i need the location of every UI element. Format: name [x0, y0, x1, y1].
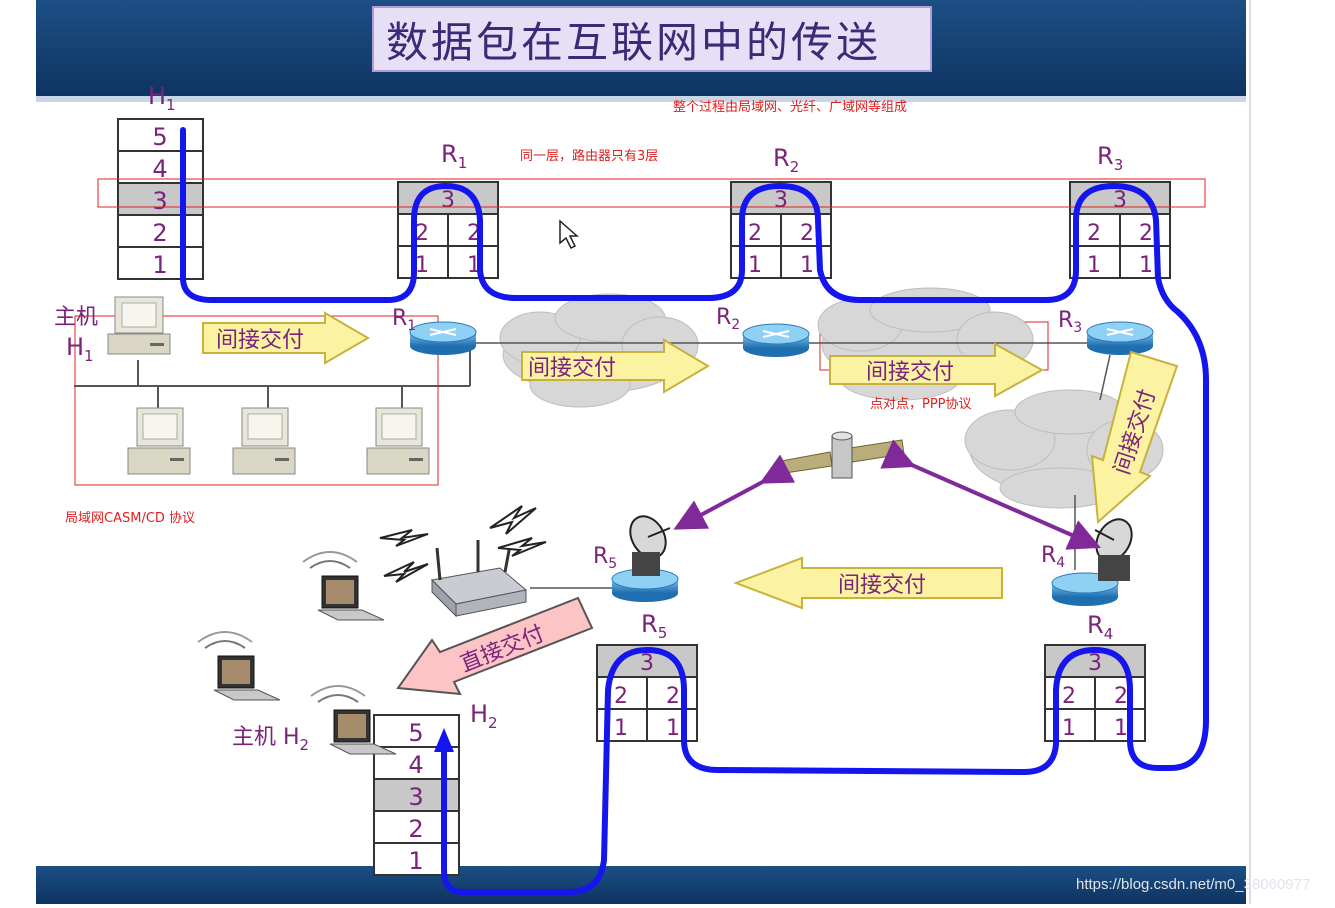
page-title: 数据包在互联网中的传送	[372, 6, 932, 72]
h1-stack-label: H1	[148, 82, 176, 114]
packet-path	[180, 127, 1209, 895]
svg-text:1: 1	[666, 716, 680, 741]
svg-text:1: 1	[1062, 716, 1076, 741]
svg-text:2: 2	[800, 221, 814, 246]
svg-text:2: 2	[748, 221, 762, 246]
indirect-delivery-arrow-1: 间接交付	[202, 311, 370, 365]
svg-text:1: 1	[800, 253, 814, 278]
svg-text:2: 2	[1114, 684, 1128, 709]
watermark: https://blog.csdn.net/m0_38060977	[1076, 876, 1311, 893]
computer-icon	[127, 407, 191, 475]
svg-text:1: 1	[1087, 253, 1101, 278]
h2-host-label: 主机 H2	[232, 725, 309, 754]
r5-router-label: R5	[593, 544, 617, 572]
h2-layer-5: 5	[408, 719, 423, 747]
svg-text:2: 2	[415, 221, 429, 246]
r4-stack-label: R4	[1087, 611, 1113, 643]
note-lan-protocol: 局域网CASM/CD 协议	[65, 511, 196, 526]
router-icon-r2	[742, 323, 810, 357]
svg-text:2: 2	[1139, 221, 1153, 246]
indirect-delivery-arrow-4: 间接交付	[733, 556, 1003, 610]
r2-stack-label: R2	[773, 144, 799, 176]
computer-icon	[366, 407, 430, 475]
svg-text:间接交付: 间接交付	[216, 328, 304, 353]
layer3-highlight-box	[97, 178, 1206, 208]
satellite-dish-icon	[1094, 518, 1133, 581]
svg-text:3: 3	[640, 651, 654, 676]
svg-text:3: 3	[1088, 651, 1102, 676]
h2-stack-label: H2	[470, 700, 498, 732]
r1-stack-label: R1	[441, 140, 467, 172]
svg-text:间接交付: 间接交付	[866, 360, 954, 385]
h1-layer-1: 1	[152, 251, 167, 279]
note-router-layers: 同一层，路由器只有3层	[520, 149, 659, 164]
svg-text:2: 2	[614, 684, 628, 709]
svg-text:1: 1	[748, 253, 762, 278]
r1-router-label: R1	[392, 306, 416, 334]
indirect-delivery-arrow-2: 间接交付	[521, 338, 710, 394]
h2-layer-4: 4	[408, 751, 423, 779]
svg-text:2: 2	[666, 684, 680, 709]
laptop-icon	[310, 685, 397, 755]
wireless-router-icon	[430, 540, 528, 618]
h1-layer-5: 5	[152, 123, 167, 151]
svg-text:1: 1	[1114, 716, 1128, 741]
indirect-delivery-arrow-3: 间接交付	[829, 342, 1045, 398]
h2-layer-3: 3	[408, 783, 423, 811]
satellite-dish-icon	[629, 515, 671, 576]
svg-text:间接交付: 间接交付	[838, 573, 926, 598]
h2-layer-2: 2	[408, 815, 423, 843]
banner-shadow	[36, 96, 1246, 102]
r2-router-label: R2	[716, 305, 740, 333]
r3-stack-label: R3	[1097, 142, 1123, 174]
h1-layer-4: 4	[152, 155, 167, 183]
h1-layer-3: 3	[152, 187, 167, 215]
r3-router-label: R3	[1058, 308, 1082, 336]
r5-stack-label: R5	[641, 610, 667, 642]
router-icon-r3	[1086, 321, 1154, 355]
svg-text:间接交付: 间接交付	[528, 356, 616, 381]
computer-icon	[232, 407, 296, 475]
router-icon-r1	[409, 321, 477, 355]
note-composition: 整个过程由局域网、光纤、广域网等组成	[673, 100, 908, 115]
h2-layer-1: 1	[408, 847, 423, 875]
svg-text:3: 3	[1113, 188, 1127, 213]
svg-text:3: 3	[774, 188, 788, 213]
h1-host-label-2: H1	[66, 333, 94, 365]
h1-layer-2: 2	[152, 219, 167, 247]
svg-text:3: 3	[441, 188, 455, 213]
h1-protocol-stack: 5 4 3 2 1	[117, 118, 204, 280]
bottom-banner	[36, 866, 1246, 904]
computer-icon	[107, 296, 171, 355]
laptop-icon	[197, 631, 281, 701]
satellite-link-r4	[880, 439, 1101, 550]
svg-text:2: 2	[1062, 684, 1076, 709]
note-ppp: 点对点，PPP协议	[870, 397, 972, 412]
mouse-cursor-icon	[559, 219, 579, 250]
svg-text:1: 1	[415, 253, 429, 278]
satellite-link-r5	[673, 454, 796, 530]
path-arrow-head	[434, 728, 454, 752]
svg-text:1: 1	[614, 716, 628, 741]
lan-highlight-box	[74, 315, 439, 486]
svg-text:2: 2	[1087, 221, 1101, 246]
wireless-signal-icon	[379, 505, 547, 583]
svg-text:1: 1	[1139, 253, 1153, 278]
h1-host-label: 主机	[54, 305, 98, 330]
laptop-icon	[302, 551, 385, 621]
